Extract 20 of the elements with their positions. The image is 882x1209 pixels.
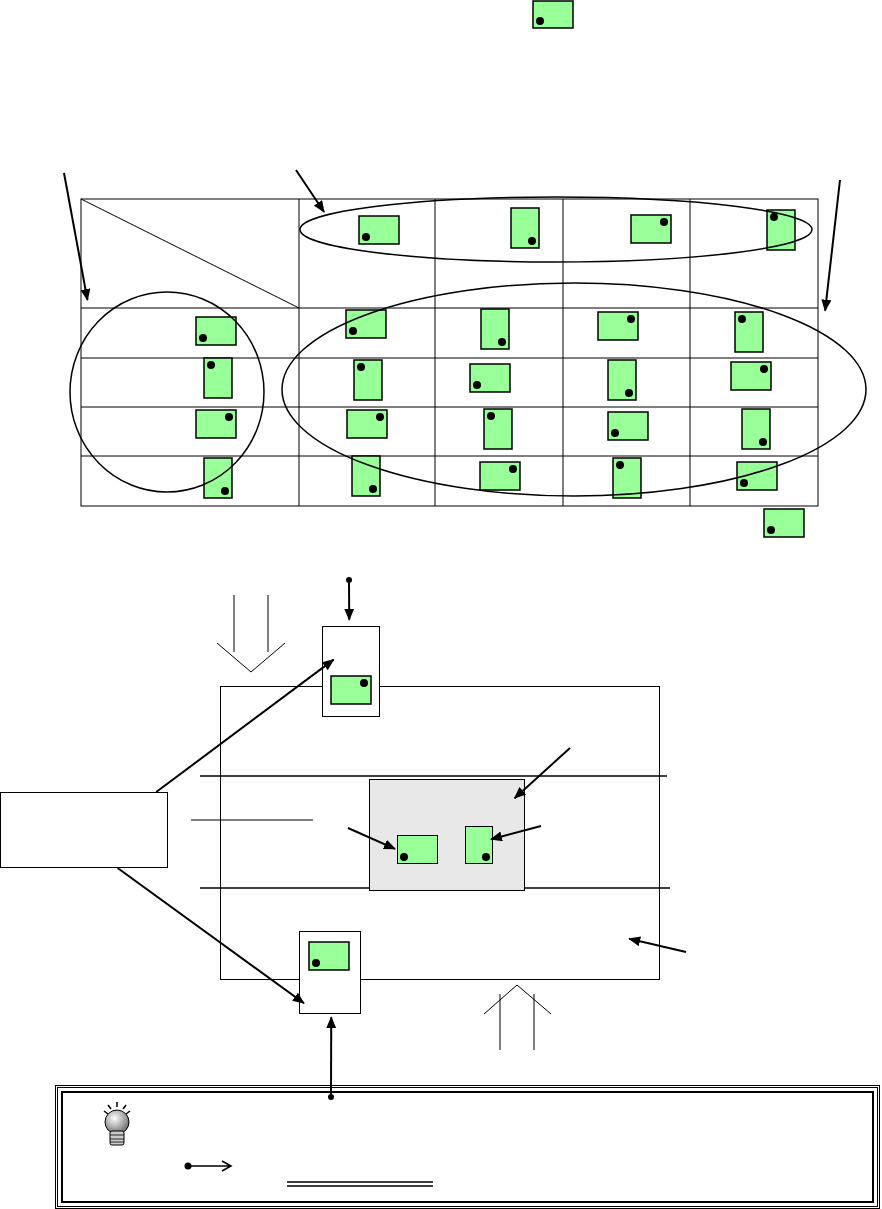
arrow bbox=[326, 1016, 337, 1095]
arrow bbox=[490, 825, 542, 842]
arrow bbox=[513, 747, 571, 800]
arrow bbox=[63, 172, 91, 301]
arrow bbox=[155, 658, 335, 793]
arrow bbox=[347, 827, 396, 850]
dot bbox=[346, 577, 352, 583]
box bbox=[0, 792, 168, 868]
box bbox=[465, 826, 493, 864]
box bbox=[397, 835, 438, 864]
ellipse-outline bbox=[282, 283, 866, 496]
dot bbox=[328, 1094, 334, 1100]
circle-outline bbox=[70, 292, 264, 492]
arrow bbox=[628, 936, 687, 953]
ellipse-outline bbox=[300, 197, 812, 262]
arrow bbox=[116, 867, 305, 1005]
arrow bbox=[821, 179, 841, 312]
box bbox=[369, 779, 525, 891]
arrow bbox=[344, 582, 355, 621]
arrow bbox=[295, 169, 326, 213]
